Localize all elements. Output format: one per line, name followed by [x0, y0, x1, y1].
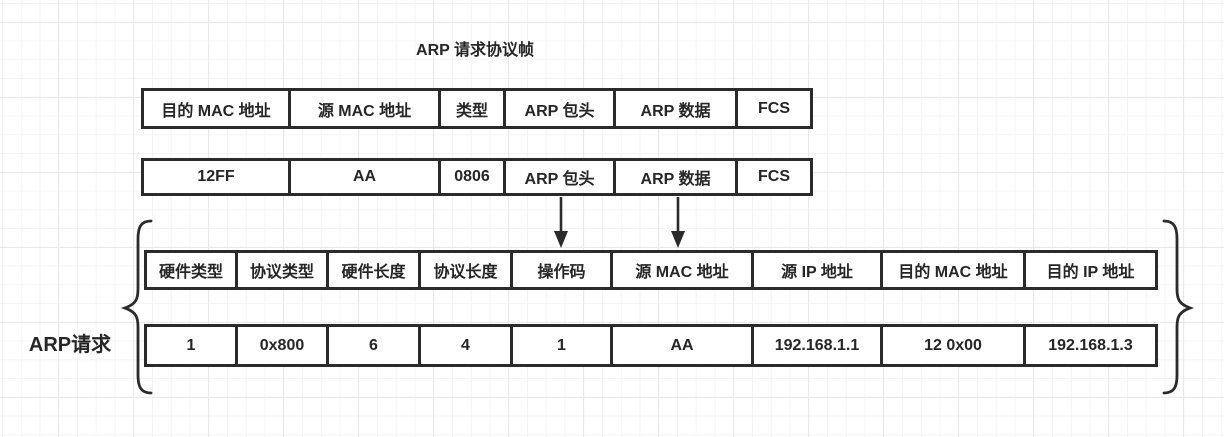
arp-field-cell: 目的 MAC 地址 — [880, 250, 1026, 290]
frame-value-cell: 0806 — [438, 158, 506, 196]
frame-values-row: 12FF AA 0806 ARP 包头 ARP 数据 FCS — [141, 158, 813, 196]
frame-field-cell: 目的 MAC 地址 — [141, 88, 291, 129]
arp-request-label: ARP请求 — [28, 334, 112, 356]
left-brace-icon — [120, 219, 153, 395]
frame-fields-row: 目的 MAC 地址 源 MAC 地址 类型 ARP 包头 ARP 数据 FCS — [141, 88, 813, 129]
frame-value-cell: AA — [288, 158, 441, 196]
arp-header-values-row: 1 0x800 6 4 1 AA 192.168.1.1 12 0x00 192… — [144, 324, 1158, 367]
frame-field-cell: 类型 — [438, 88, 506, 129]
frame-value-cell: ARP 数据 — [613, 158, 738, 196]
down-arrow — [554, 197, 568, 248]
frame-value-cell: FCS — [735, 158, 813, 196]
arp-value-cell: AA — [610, 324, 754, 367]
arp-value-cell: 1 — [510, 324, 613, 367]
arp-value-cell: 192.168.1.1 — [751, 324, 883, 367]
arp-field-cell: 硬件类型 — [144, 250, 238, 290]
arp-field-cell: 硬件长度 — [326, 250, 421, 290]
arp-value-cell: 1 — [144, 324, 238, 367]
right-brace-icon — [1162, 219, 1195, 395]
frame-field-cell: ARP 包头 — [503, 88, 616, 129]
arp-value-cell: 192.168.1.3 — [1023, 324, 1158, 367]
arp-field-cell: 协议类型 — [235, 250, 329, 290]
arp-value-cell: 0x800 — [235, 324, 329, 367]
frame-field-cell: 源 MAC 地址 — [288, 88, 441, 129]
arp-header-fields-row: 硬件类型 协议类型 硬件长度 协议长度 操作码 源 MAC 地址 源 IP 地址… — [144, 250, 1158, 290]
arp-field-cell: 源 MAC 地址 — [610, 250, 754, 290]
arp-value-cell: 12 0x00 — [880, 324, 1026, 367]
diagram-title: ARP 请求协议帧 — [416, 42, 534, 59]
down-arrow — [671, 197, 685, 248]
arp-field-cell: 源 IP 地址 — [751, 250, 883, 290]
arp-value-cell: 4 — [418, 324, 513, 367]
frame-field-cell: ARP 数据 — [613, 88, 738, 129]
frame-field-cell: FCS — [735, 88, 813, 129]
arp-field-cell: 操作码 — [510, 250, 613, 290]
frame-value-cell: ARP 包头 — [503, 158, 616, 196]
frame-value-cell: 12FF — [141, 158, 291, 196]
arp-field-cell: 协议长度 — [418, 250, 513, 290]
arp-field-cell: 目的 IP 地址 — [1023, 250, 1158, 290]
arp-value-cell: 6 — [326, 324, 421, 367]
